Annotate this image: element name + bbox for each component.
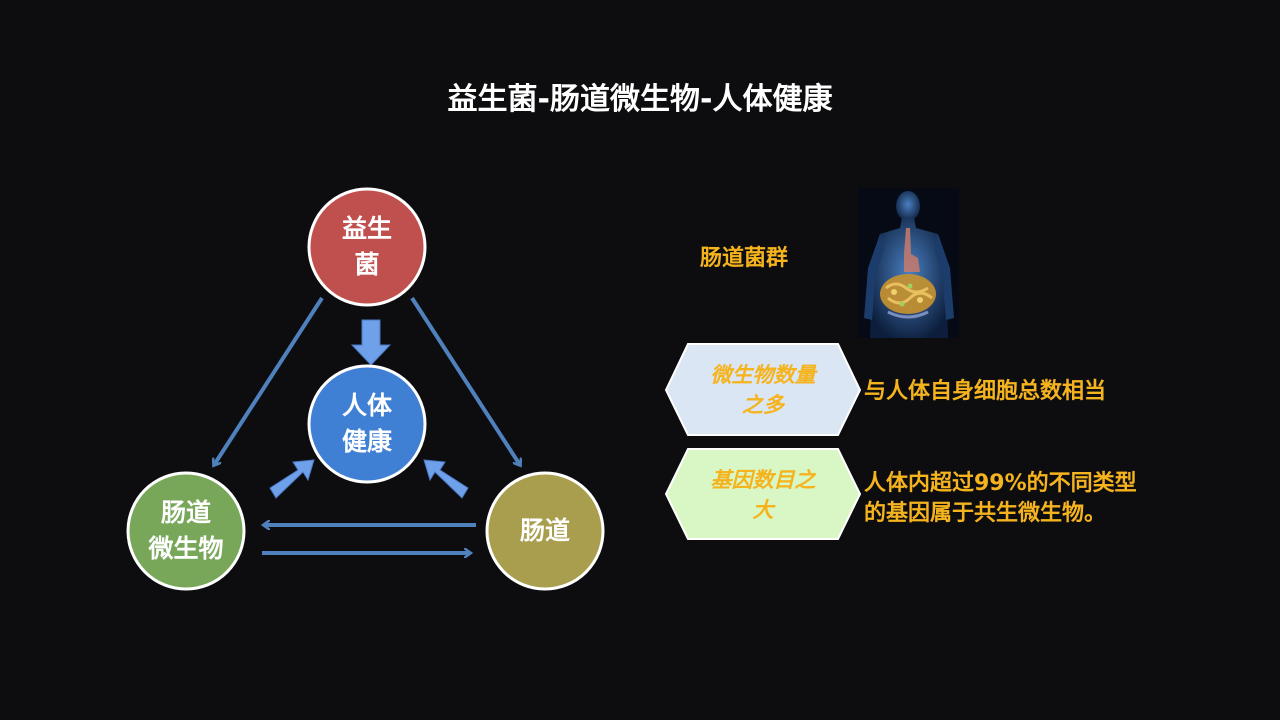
node-probiotic: [307, 187, 427, 307]
block-arrow-microbes-to-health: [269, 459, 315, 499]
node-probiotic-line2: 菌: [354, 250, 380, 279]
gene-count-description-line2: 的基因属于共生微生物。: [864, 501, 1107, 526]
hexagon-gene-count-label: 基因数目之 大: [688, 465, 838, 525]
node-health-line1: 人体: [341, 391, 392, 420]
hexagon-microbe-count: [664, 343, 862, 436]
microbe-count-description-line1: 与人体自身细胞总数相当: [864, 379, 1107, 404]
node-health: [307, 364, 427, 484]
hexagon-gene-count: [664, 448, 862, 540]
node-microbes-line2: 微生物: [148, 534, 224, 563]
node-microbes: [126, 471, 246, 591]
hexagon-gene-count-line2: 大: [752, 498, 774, 522]
microbe-count-description: 与人体自身细胞总数相当: [864, 377, 1106, 407]
block-arrow-probiotic-to-health: [350, 319, 392, 366]
hexagon-microbe-count-label: 微生物数量 之多: [688, 360, 838, 420]
block-arrow-gut-to-health: [423, 459, 469, 499]
gene-count-description: 人体内超过99%的不同类型 的基因属于共生微生物。: [864, 469, 1137, 529]
node-probiotic-label: 益生 菌: [317, 211, 417, 283]
node-health-line2: 健康: [341, 427, 392, 456]
page-title: 益生菌-肠道微生物-人体健康: [447, 82, 833, 117]
node-microbes-line1: 肠道: [160, 498, 211, 527]
hexagon-microbe-count-line2: 之多: [742, 393, 784, 417]
node-gut-label: 肠道: [519, 516, 570, 545]
hexagon-gene-count-line1: 基因数目之: [710, 468, 816, 492]
arrow-probiotic-to-microbes: [214, 296, 324, 465]
node-gut: [485, 471, 605, 591]
arrow-probiotic-to-gut: [410, 296, 520, 465]
node-health-label: 人体 健康: [317, 388, 417, 460]
human-gut-anatomy-icon: [858, 188, 959, 338]
node-microbes-label: 肠道 微生物: [130, 495, 242, 567]
hexagon-microbe-count-line1: 微生物数量: [710, 363, 816, 387]
node-probiotic-line1: 益生: [341, 214, 392, 243]
gene-count-description-line1: 人体内超过99%的不同类型: [864, 471, 1137, 496]
gut-flora-label: 肠道菌群: [700, 246, 789, 271]
